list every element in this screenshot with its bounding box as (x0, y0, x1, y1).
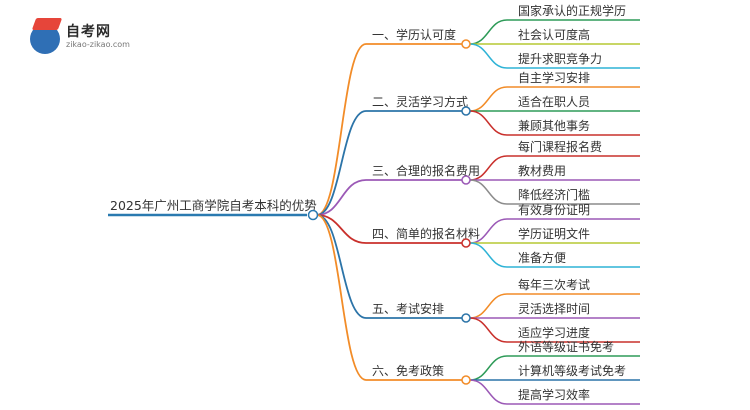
leaf-connector (469, 179, 508, 205)
leaf-label: 适合在职人员 (518, 94, 590, 109)
leaf-label: 每年三次考试 (518, 277, 590, 292)
leaf-label: 计算机等级考试免考 (518, 363, 626, 378)
leaf-label: 灵活选择时间 (518, 302, 590, 316)
branch-connector (316, 214, 367, 319)
branch-connector (316, 43, 367, 216)
branch-label: 六、免考政策 (372, 363, 444, 378)
logo-url: zikao-zikao.com (66, 40, 130, 49)
branch-connector (316, 110, 367, 216)
leaf-connector (469, 355, 508, 381)
branch-node-circle (461, 238, 471, 248)
branch-node-circle (461, 175, 471, 185)
leaf-label: 学历证明文件 (518, 226, 590, 241)
leaf-label: 外语等级证书免考 (518, 339, 614, 354)
leaf-connector (469, 19, 508, 45)
branch-label: 二、灵活学习方式 (372, 94, 468, 109)
mind-map-nodes: 2025年广州工商学院自考本科的优势 一、学历认可度 国家承认的正规学历社会认可度高… (110, 3, 626, 402)
leaf-label: 自主学习安排 (518, 70, 590, 85)
leaf-label: 准备方便 (518, 250, 566, 265)
leaf-label: 每门课程报名费 (518, 139, 602, 154)
leaf-connector (469, 86, 508, 112)
leaf-label: 国家承认的正规学历 (518, 3, 626, 18)
branch-label: 五、考试安排 (372, 301, 444, 316)
branch-node-circle (461, 313, 471, 323)
branch-node-circle (461, 375, 471, 385)
leaf-label: 有效身份证明 (518, 202, 590, 217)
branch-label: 一、学历认可度 (372, 27, 456, 42)
root-label: 2025年广州工商学院自考本科的优势 (110, 198, 317, 213)
branch-label: 三、合理的报名费用 (372, 163, 480, 178)
branch-connector (316, 214, 367, 244)
leaf-connector (469, 317, 508, 343)
branch-connector (316, 214, 367, 381)
branch-node-circle (461, 39, 471, 49)
leaf-connector (469, 110, 508, 136)
branch-connector (316, 179, 367, 216)
logo-title: 自考网 (66, 24, 111, 40)
leaf-connector (469, 43, 508, 69)
site-logo: 自考网 zikao-zikao.com (30, 18, 140, 54)
leaf-connector (469, 379, 508, 405)
root-node-circle (307, 209, 319, 221)
leaf-label: 社会认可度高 (518, 27, 590, 42)
mind-map-links (108, 19, 640, 405)
leaf-label: 适应学习进度 (518, 325, 590, 340)
branch-label: 四、简单的报名材料 (372, 226, 480, 241)
branch-node-circle (461, 106, 471, 116)
leaf-label: 降低经济门槛 (518, 187, 590, 202)
leaf-label: 兼顾其他事务 (518, 118, 590, 133)
leaf-connector (469, 242, 508, 268)
leaf-label: 提高学习效率 (518, 387, 590, 402)
leaf-label: 提升求职竞争力 (518, 51, 602, 66)
leaf-connector (469, 293, 508, 319)
leaf-label: 教材费用 (518, 163, 566, 178)
